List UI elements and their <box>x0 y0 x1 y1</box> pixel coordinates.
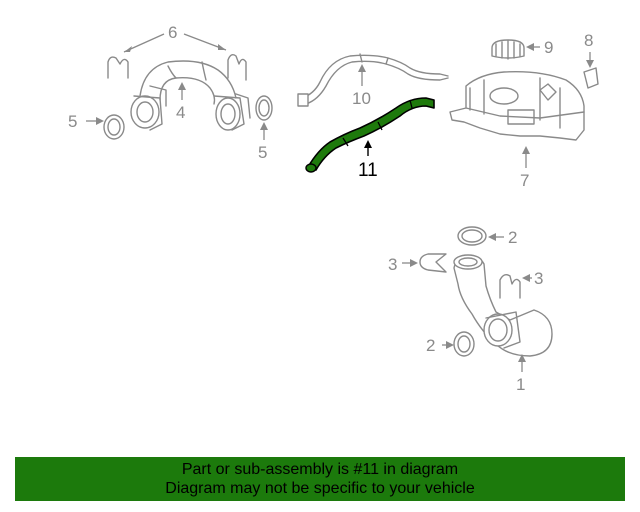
part-4-hose <box>130 60 251 131</box>
part-7-reservoir <box>449 70 585 141</box>
callout-8: 8 <box>584 31 593 50</box>
callout-9: 9 <box>544 38 553 57</box>
callout-7: 7 <box>520 171 529 190</box>
part-11-hose <box>305 97 435 173</box>
leaders <box>86 33 594 372</box>
callout-4: 4 <box>176 103 185 122</box>
part-2-oring-top <box>457 226 487 246</box>
callout-11: 11 <box>358 160 378 181</box>
part-10-hose <box>297 53 449 107</box>
part-3-clip-right <box>499 273 521 299</box>
callout-2-bottom: 2 <box>426 336 435 355</box>
info-banner: Part or sub-assembly is #11 in diagram D… <box>15 457 625 501</box>
callout-1: 1 <box>516 375 525 394</box>
part-5-oring-left <box>103 114 125 140</box>
part-6-clip-right <box>227 53 247 81</box>
callout-3-right: 3 <box>534 269 543 288</box>
part-1-hose <box>453 254 553 357</box>
banner-line-1: Part or sub-assembly is #11 in diagram <box>181 461 459 478</box>
callout-5-right: 5 <box>258 143 267 162</box>
part-5-oring-right <box>255 95 273 121</box>
callout-3-left: 3 <box>388 255 397 274</box>
callout-6: 6 <box>168 23 177 42</box>
part-2-oring-bottom <box>453 331 475 357</box>
callout-2-top: 2 <box>508 228 517 247</box>
part-8-sensor <box>583 67 599 89</box>
part-6-clip-left <box>107 56 129 79</box>
callout-5-left: 5 <box>68 112 77 131</box>
part-9-cap <box>491 39 525 60</box>
callout-10: 10 <box>352 89 371 108</box>
parts-diagram: 6 4 5 5 10 9 8 7 11 2 3 3 2 1 <box>68 23 599 394</box>
part-3-clip-left <box>419 253 447 273</box>
banner-line-2: Diagram may not be specific to your vehi… <box>165 480 475 497</box>
